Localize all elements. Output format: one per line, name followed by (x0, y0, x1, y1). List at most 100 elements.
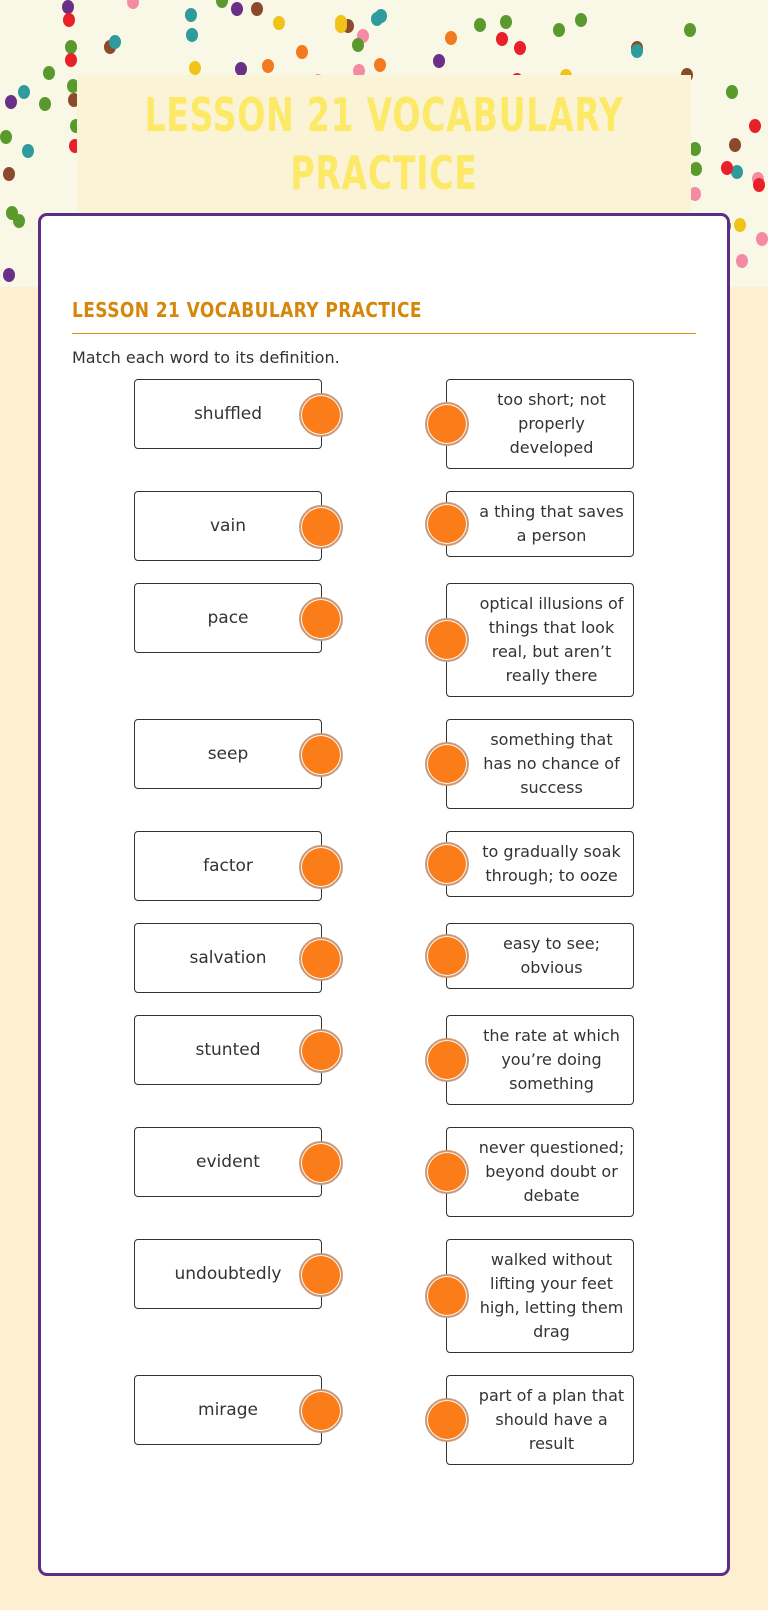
confetti-dot (62, 13, 75, 28)
definition-box[interactable]: easy to see; obvious (425, 923, 634, 989)
definition-label: the rate at which you’re doing something (483, 1026, 620, 1093)
confetti-dot (12, 214, 25, 229)
word-box[interactable]: factor (134, 831, 343, 901)
confetti-dot (371, 11, 384, 26)
word-label: seep (207, 744, 249, 764)
confetti-dot (109, 35, 122, 50)
confetti-dot (496, 32, 509, 47)
confetti-dot (432, 54, 445, 69)
definition-label: part of a plan that should have a result (478, 1386, 625, 1453)
confetti-dot (499, 15, 512, 30)
word-box[interactable]: seep (134, 719, 343, 789)
word-label: evident (196, 1152, 260, 1172)
confetti-dot (234, 61, 247, 76)
word-box[interactable]: pace (134, 583, 343, 653)
definition-connector-dot[interactable] (425, 1038, 469, 1082)
confetti-dot (514, 41, 527, 56)
word-label: factor (203, 856, 253, 876)
confetti-dot (0, 130, 13, 145)
confetti-dot (373, 58, 386, 73)
definition-box[interactable]: walked without lifting your feet high, l… (425, 1239, 634, 1353)
definition-connector-dot[interactable] (425, 934, 469, 978)
confetti-dot (62, 0, 75, 14)
confetti-dot (262, 58, 275, 73)
definition-box[interactable]: something that has no chance of success (425, 719, 634, 809)
word-label: shuffled (193, 404, 263, 424)
word-box[interactable]: vain (134, 491, 343, 561)
definition-connector-dot[interactable] (425, 842, 469, 886)
confetti-dot (575, 12, 588, 27)
definition-connector-dot[interactable] (425, 1150, 469, 1194)
definition-connector-dot[interactable] (425, 402, 469, 446)
definition-box[interactable]: to gradually soak through; to ooze (425, 831, 634, 897)
title-box: Lesson 21 Vocabulary Practice (77, 75, 691, 213)
word-box[interactable]: evident (134, 1127, 343, 1197)
word-connector-dot[interactable] (299, 1141, 343, 1185)
worksheet-heading: Lesson 21 Vocabulary Practice (72, 298, 422, 322)
definition-box[interactable]: a thing that saves a person (425, 491, 634, 557)
confetti-dot (5, 94, 18, 109)
word-connector-dot[interactable] (299, 845, 343, 889)
word-box[interactable]: undoubtedly (134, 1239, 343, 1309)
definition-connector-dot[interactable] (425, 742, 469, 786)
confetti-dot (215, 0, 228, 9)
confetti-dot (67, 92, 80, 107)
confetti-dot (630, 43, 643, 58)
word-connector-dot[interactable] (299, 1253, 343, 1297)
definition-connector-dot[interactable] (425, 618, 469, 662)
page-title: Lesson 21 Vocabulary Practice (144, 88, 624, 200)
confetti-dot (688, 187, 701, 202)
word-label: undoubtedly (174, 1264, 282, 1284)
word-connector-dot[interactable] (299, 733, 343, 777)
confetti-dot (295, 45, 308, 60)
confetti-dot (752, 178, 765, 193)
definition-label: something that has no chance of success (483, 730, 620, 797)
confetti-dot (186, 28, 199, 43)
confetti-dot (2, 167, 15, 182)
word-connector-dot[interactable] (299, 937, 343, 981)
confetti-dot (67, 79, 80, 94)
confetti-dot (734, 217, 747, 232)
confetti-dot (553, 22, 566, 37)
word-box[interactable]: salvation (134, 923, 343, 993)
confetti-dot (64, 39, 77, 54)
definition-connector-dot[interactable] (425, 1398, 469, 1442)
word-connector-dot[interactable] (299, 505, 343, 549)
confetti-dot (735, 253, 748, 268)
word-connector-dot[interactable] (299, 1389, 343, 1433)
word-connector-dot[interactable] (299, 1029, 343, 1073)
definition-box[interactable]: the rate at which you’re doing something (425, 1015, 634, 1105)
definition-label: to gradually soak through; to ooze (482, 842, 621, 885)
confetti-dot (721, 160, 734, 175)
word-box[interactable]: shuffled (134, 379, 343, 449)
confetti-dot (22, 144, 34, 159)
definition-box[interactable]: optical illusions of things that look re… (425, 583, 634, 697)
word-label: stunted (195, 1040, 261, 1060)
confetti-dot (251, 1, 264, 16)
confetti-dot (444, 30, 457, 45)
confetti-dot (2, 267, 15, 282)
confetti-dot (730, 164, 743, 179)
definition-box[interactable]: part of a plan that should have a result (425, 1375, 634, 1465)
confetti-dot (689, 161, 702, 176)
word-label: vain (210, 516, 246, 536)
word-box[interactable]: stunted (134, 1015, 343, 1085)
confetti-dot (725, 84, 738, 99)
word-box[interactable]: mirage (134, 1375, 343, 1445)
confetti-dot (474, 18, 487, 33)
worksheet-card: Lesson 21 Vocabulary Practice Match each… (38, 213, 730, 1576)
confetti-dot (351, 37, 364, 52)
confetti-dot (185, 8, 198, 23)
word-connector-dot[interactable] (299, 393, 343, 437)
confetti-dot (729, 138, 742, 153)
definition-box[interactable]: too short; not properly developed (425, 379, 634, 469)
word-label: salvation (189, 948, 267, 968)
confetti-dot (65, 52, 78, 67)
definition-connector-dot[interactable] (425, 502, 469, 546)
definition-box[interactable]: never questioned; beyond doubt or debate (425, 1127, 634, 1217)
confetti-dot (756, 231, 768, 246)
confetti-dot (18, 84, 31, 99)
confetti-dot (353, 64, 366, 79)
definition-connector-dot[interactable] (425, 1274, 469, 1318)
word-connector-dot[interactable] (299, 597, 343, 641)
